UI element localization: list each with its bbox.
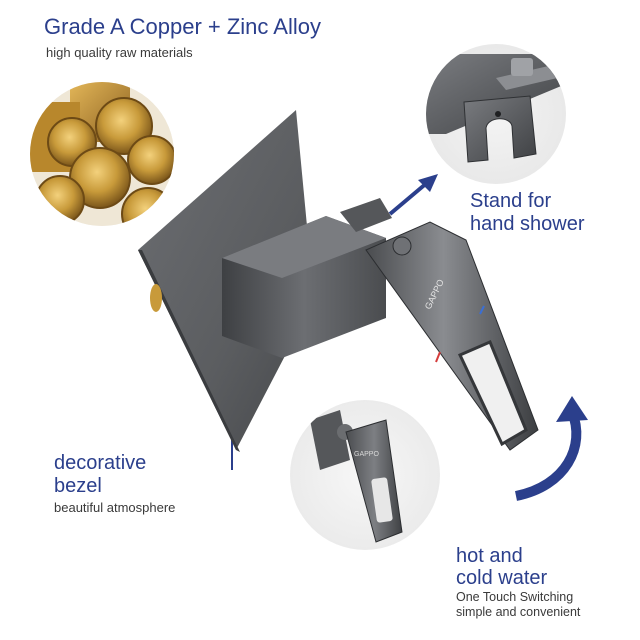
headline-title: Grade A Copper + Zinc Alloy (44, 14, 321, 39)
bezel-callout: decorative bezel (54, 452, 146, 498)
curved-arrow-icon (514, 396, 588, 501)
handle-brand-mark: GAPPO (354, 451, 379, 458)
shower-valve-illustration: GAPPO (138, 110, 539, 452)
water-line2: cold water (456, 567, 548, 589)
holder-bracket-icon (426, 54, 566, 163)
copper-pipe (150, 284, 162, 312)
bezel-line1: decorative (54, 452, 147, 474)
stand-callout: Stand for hand shower (470, 190, 585, 236)
bezel-line2: bezel (54, 475, 102, 497)
stand-line2: hand shower (470, 213, 585, 235)
handle-knob (392, 236, 412, 256)
copper-rods-image (30, 82, 174, 226)
handle-cutout (457, 340, 528, 447)
handle-closeup-icon: GAPPO (310, 410, 403, 543)
hot-indicator (435, 351, 441, 363)
holder-on-body (340, 198, 392, 232)
water-subtitle: One Touch Switching simple and convenien… (456, 590, 580, 620)
cold-indicator (479, 305, 485, 315)
holder-detail-image (426, 44, 566, 184)
arrow-up-right-icon (388, 174, 438, 216)
handle-detail-image: GAPPO (290, 400, 440, 550)
copper-rods-icon (30, 82, 174, 226)
water-line1: hot and (456, 545, 523, 567)
headline-subtitle: high quality raw materials (46, 45, 193, 60)
water-callout: hot and cold water (456, 545, 547, 589)
water-sub1: One Touch Switching (456, 590, 574, 604)
water-sub2: simple and convenient (456, 605, 581, 619)
stand-line1: Stand for (470, 190, 552, 212)
bezel-subtitle: beautiful atmosphere (54, 500, 176, 515)
